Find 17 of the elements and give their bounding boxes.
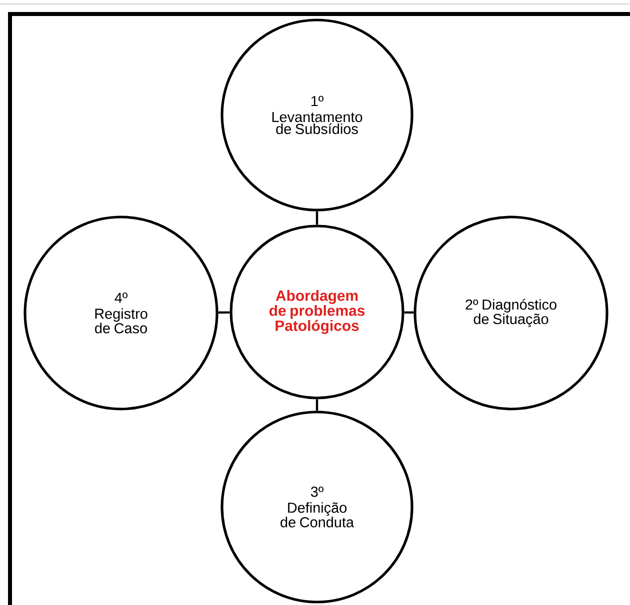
node-label: 4º <box>114 292 128 303</box>
node-label: Definição de Conduta <box>280 502 354 528</box>
node-label: Levantamento de Subsídios <box>272 112 362 134</box>
step-circle <box>24 216 218 410</box>
node-label: 2º Diagnóstico de Situação <box>466 298 556 328</box>
step-circle <box>220 410 414 604</box>
node-label: 3º <box>310 486 324 497</box>
step-circle <box>220 18 414 212</box>
connector-line <box>316 399 318 411</box>
connector-line <box>316 211 318 225</box>
connector-line <box>404 311 414 314</box>
step-circle <box>414 216 608 410</box>
node-label: 1º <box>311 96 324 106</box>
node-label: Registro de Caso <box>95 308 148 334</box>
node-label: Abordagem de problemas Patológicos <box>269 290 365 334</box>
connector-line <box>218 311 230 314</box>
center-circle <box>230 224 404 400</box>
